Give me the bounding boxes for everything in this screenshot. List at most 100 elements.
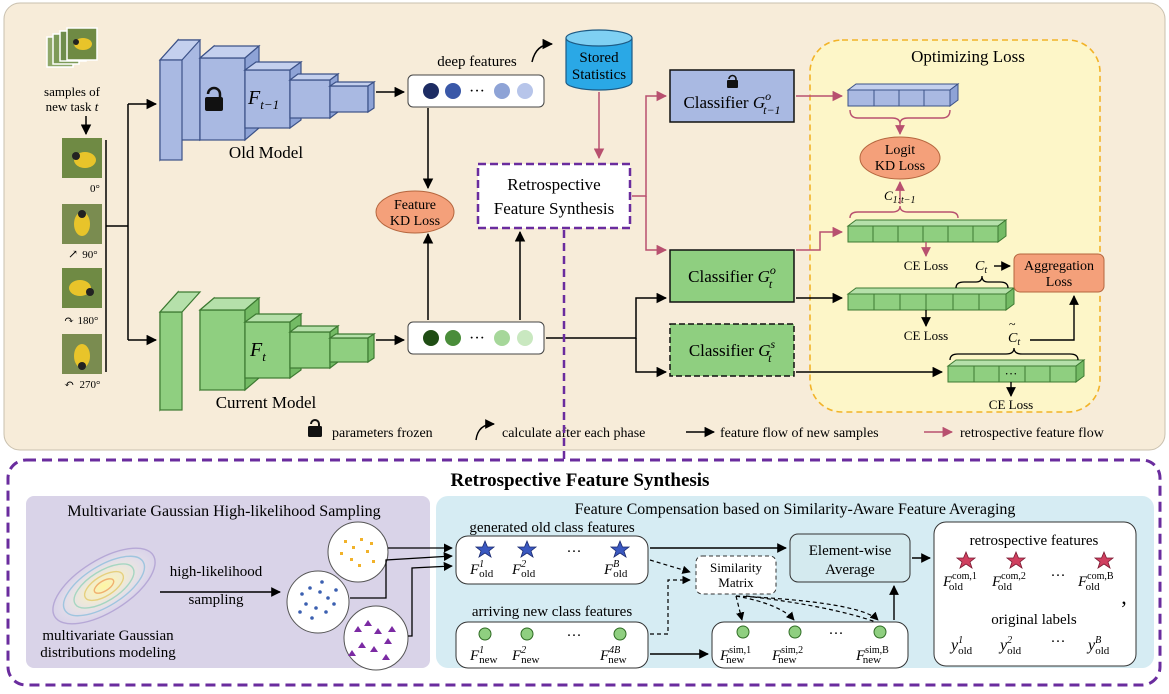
classifier-self bbox=[669, 323, 795, 377]
yellow-samples bbox=[340, 538, 375, 567]
bird-image-270 bbox=[62, 334, 102, 374]
rotation-arrow-180: ↷ bbox=[64, 313, 74, 327]
retro-features-label: retrospective features bbox=[970, 533, 1099, 549]
label-ellipsis: ··· bbox=[1051, 634, 1066, 650]
elementwise-average bbox=[789, 533, 911, 583]
similar-dot-icons bbox=[736, 625, 887, 639]
gaussian-contours bbox=[52, 547, 156, 625]
generated-features-box bbox=[455, 535, 649, 585]
purple-samples bbox=[348, 620, 396, 660]
current-backbone-label: Ft bbox=[249, 339, 266, 364]
samples-label-2: new task t bbox=[46, 99, 99, 114]
elementwise-line2: Average bbox=[825, 562, 875, 578]
original-labels-label: original labels bbox=[991, 612, 1077, 628]
input-image-stack bbox=[46, 27, 98, 68]
deep-features-label: deep features bbox=[437, 54, 517, 70]
rotation-arrow-90: ↗ bbox=[68, 247, 78, 261]
c-t-label: Ct bbox=[975, 259, 987, 276]
arriving-label: arriving new class features bbox=[472, 604, 633, 620]
legend-lock-icon bbox=[308, 419, 322, 437]
classifier-lock-icon bbox=[727, 74, 738, 88]
logit-kd-line1: Logit bbox=[885, 143, 915, 158]
generated-label: generated old class features bbox=[469, 520, 634, 536]
stored-statistics-line2: Statistics bbox=[572, 67, 626, 83]
stored-statistics-line1: Stored bbox=[579, 50, 619, 66]
bird-image-0 bbox=[62, 138, 102, 178]
mvg-line2: distributions modeling bbox=[40, 645, 176, 661]
comp-title: Feature Compensation based on Similarity… bbox=[575, 501, 1016, 518]
cluster-yellow bbox=[327, 521, 389, 583]
old-backbone-label: Ft−1 bbox=[247, 87, 279, 112]
similarity-line2: Matrix bbox=[718, 575, 754, 590]
cluster-purple bbox=[343, 605, 409, 671]
feature-kd-line1: Feature bbox=[394, 198, 436, 213]
samples-label-1: samples of bbox=[44, 84, 101, 99]
similar-features-box bbox=[711, 621, 909, 669]
retrospective-output-box bbox=[933, 521, 1137, 667]
current-model-label: Current Model bbox=[216, 393, 317, 412]
retro-ellipsis: ··· bbox=[1051, 568, 1066, 584]
current-feature-ellipsis: ··· bbox=[469, 330, 485, 347]
ce-loss-3: CE Loss bbox=[989, 397, 1033, 412]
classifier-new bbox=[669, 249, 795, 303]
rfs-line2: Feature Synthesis bbox=[494, 199, 614, 218]
hl-line2: sampling bbox=[189, 592, 244, 608]
rfs-box bbox=[476, 162, 632, 230]
old-feature-box bbox=[407, 74, 545, 108]
logit-kd-loss bbox=[859, 136, 941, 180]
legend-feature-flow: feature flow of new samples bbox=[720, 426, 879, 441]
self-logits-ellipsis: ··· bbox=[1005, 366, 1018, 381]
lock-icon bbox=[205, 86, 223, 111]
rotation-label-270: 270° bbox=[80, 379, 101, 391]
similarity-line1: Similarity bbox=[710, 560, 763, 575]
bird-image-180 bbox=[62, 268, 102, 308]
blue-samples bbox=[298, 580, 338, 620]
new-ellipsis: ··· bbox=[567, 628, 582, 644]
feature-kd-loss bbox=[375, 190, 455, 234]
legend-frozen: parameters frozen bbox=[332, 426, 433, 441]
old-model-label: Old Model bbox=[229, 143, 303, 162]
aggregation-loss bbox=[1013, 253, 1105, 293]
current-feature-box bbox=[407, 321, 545, 355]
sampling-title: Multivariate Gaussian High-likelihood Sa… bbox=[67, 503, 380, 520]
old-model-network bbox=[158, 38, 376, 162]
self-logits-bar bbox=[946, 359, 1086, 383]
rfs-line1: Retrospective bbox=[507, 175, 600, 194]
cluster-blue bbox=[286, 570, 350, 634]
gen-ellipsis: ··· bbox=[567, 544, 582, 560]
rfs-detail-title: Retrospective Feature Synthesis bbox=[451, 470, 710, 491]
arriving-dot-icons bbox=[478, 627, 627, 641]
old-logits-bar bbox=[846, 83, 960, 107]
stored-statistics-cylinder bbox=[565, 29, 633, 91]
arriving-features-box bbox=[455, 621, 649, 669]
aggregation-line1: Aggregation bbox=[1024, 259, 1094, 274]
sim-ellipsis: ··· bbox=[829, 626, 844, 642]
retro-star-icons bbox=[955, 550, 1115, 569]
hl-line1: high-likelihood bbox=[170, 564, 263, 580]
logit-kd-line2: KD Loss bbox=[875, 159, 925, 174]
legend-calculate: calculate after each phase bbox=[502, 426, 645, 441]
c-old-label: C1:t−1 bbox=[884, 188, 916, 206]
optimizing-loss-title: Optimizing Loss bbox=[911, 47, 1025, 66]
ce-loss-2: CE Loss bbox=[904, 328, 948, 343]
legend-retro-flow: retrospective feature flow bbox=[960, 426, 1105, 441]
legend-calculate-icon bbox=[475, 419, 495, 441]
elementwise-line1: Element-wise bbox=[809, 543, 892, 559]
classifier-old bbox=[669, 69, 795, 123]
rotation-arrow-270: ↶ bbox=[64, 377, 74, 391]
